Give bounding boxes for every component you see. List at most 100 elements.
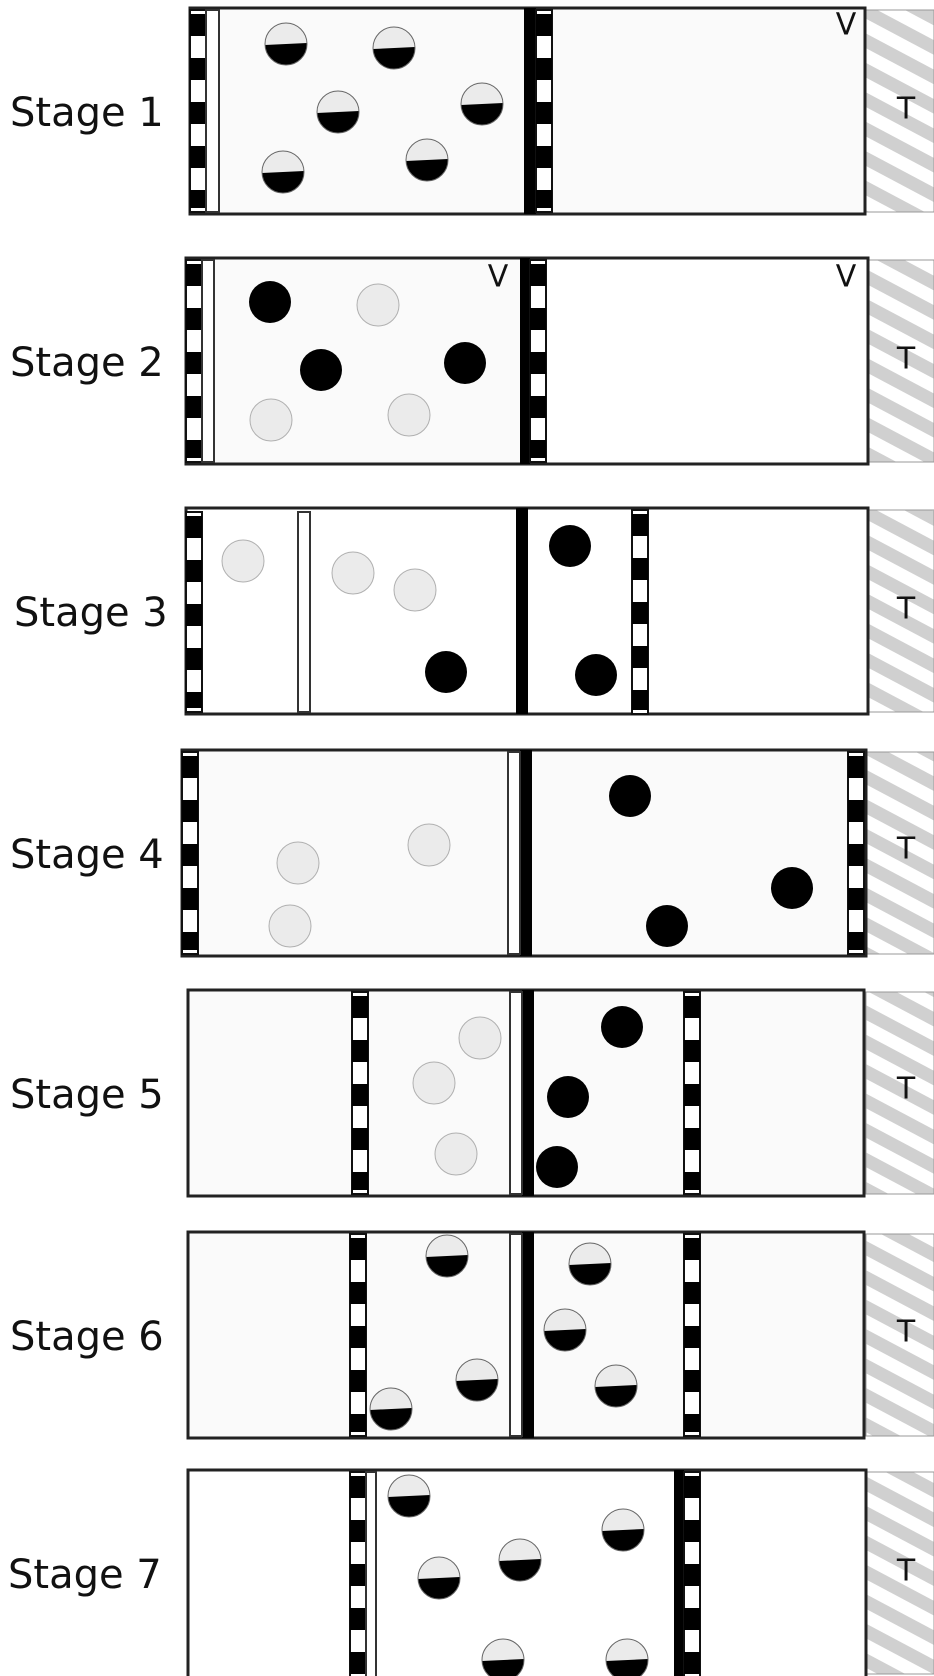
particle-light [276,841,320,885]
striped-piston [185,259,203,463]
thin-piston [201,259,215,463]
temperature-mark: T [896,592,916,627]
particle-half [543,1308,587,1352]
particle-dark [249,281,291,323]
heat-reservoir [865,1471,934,1675]
temperature-mark: T [896,92,916,127]
striped-piston [683,991,701,1195]
partition-wall [516,508,528,714]
striped-piston [683,1233,701,1437]
particle-light [407,823,451,867]
particle-half [417,1556,461,1600]
striped-piston [529,259,547,463]
partition-wall [674,1470,684,1676]
particle-half [369,1387,413,1431]
stage-4: Stage 4 T [10,748,934,958]
stage-label: Stage 4 [10,832,164,878]
stage-3: Stage 3 T [14,506,934,716]
particle-dark [601,1006,643,1048]
particle-dark [536,1146,578,1188]
particle-half [460,82,504,126]
particle-light [356,283,400,327]
particle-dark [549,525,591,567]
particle-half [372,26,416,70]
particle-light [249,398,293,442]
particle-half [316,90,360,134]
thin-piston [205,9,220,213]
particle-half [264,22,308,66]
volume-mark: V [488,260,509,295]
particle-half [387,1474,431,1518]
particle-light [387,393,431,437]
stage-6: Stage 6 T [10,1230,934,1440]
particle-light [221,539,265,583]
particle-half [425,1234,469,1278]
stage-label: Stage 3 [14,590,168,636]
particle-half [605,1638,649,1676]
striped-piston [181,751,199,955]
particle-dark [444,342,486,384]
striped-piston [185,511,203,713]
particle-half [498,1538,542,1582]
temperature-mark: T [896,342,916,377]
particle-half [568,1242,612,1286]
particle-dark [646,905,688,947]
particle-light [331,551,375,595]
striped-piston [349,1471,367,1676]
thin-piston [365,1471,377,1676]
striped-piston [847,751,865,955]
striped-piston [631,509,649,715]
particle-light [393,568,437,612]
thin-piston [509,1233,523,1437]
partition-wall [522,1232,534,1438]
volume-mark: V [836,260,857,295]
stage-7: Stage 7 T [8,1468,934,1676]
particle-dark [547,1076,589,1118]
striped-piston [189,9,207,213]
particle-dark [425,651,467,693]
particle-light [434,1132,478,1176]
striped-piston [535,9,553,213]
thin-piston [297,511,311,713]
thin-piston [507,751,521,955]
heat-reservoir [865,991,934,1195]
stage-2: Stage 2 V V T [10,256,934,466]
stage-label: Stage 6 [10,1314,164,1360]
stage-label: Stage 1 [10,90,164,136]
striped-piston [683,1471,701,1676]
stage-5: Stage 5 T [10,988,934,1198]
particle-dark [575,654,617,696]
heat-reservoir [865,509,934,713]
partition-wall [520,258,530,464]
partition-wall [522,990,534,1196]
striped-piston [349,1233,367,1437]
particle-light [268,904,312,948]
particle-half [261,150,305,194]
heat-reservoir [865,9,934,213]
stage-label: Stage 5 [10,1072,164,1118]
particle-half [594,1364,638,1408]
chamber-right-half [546,260,866,462]
partition-wall [520,750,532,956]
volume-mark: V [836,8,857,43]
heat-reservoir [865,1233,934,1437]
stage-label: Stage 7 [8,1552,162,1598]
particle-half [481,1638,525,1676]
particle-half [601,1508,645,1552]
particle-dark [771,867,813,909]
temperature-mark: T [896,1315,916,1350]
temperature-mark: T [896,832,916,867]
stage-1: Stage 1 V T [10,6,934,216]
particle-light [412,1061,456,1105]
heat-reservoir [865,259,934,463]
particle-half [405,138,449,182]
particle-half [455,1358,499,1402]
particle-dark [300,349,342,391]
temperature-mark: T [896,1554,916,1589]
temperature-mark: T [896,1072,916,1107]
striped-piston [351,991,369,1195]
stage-label: Stage 2 [10,340,164,386]
particle-light [458,1016,502,1060]
particle-dark [609,775,651,817]
